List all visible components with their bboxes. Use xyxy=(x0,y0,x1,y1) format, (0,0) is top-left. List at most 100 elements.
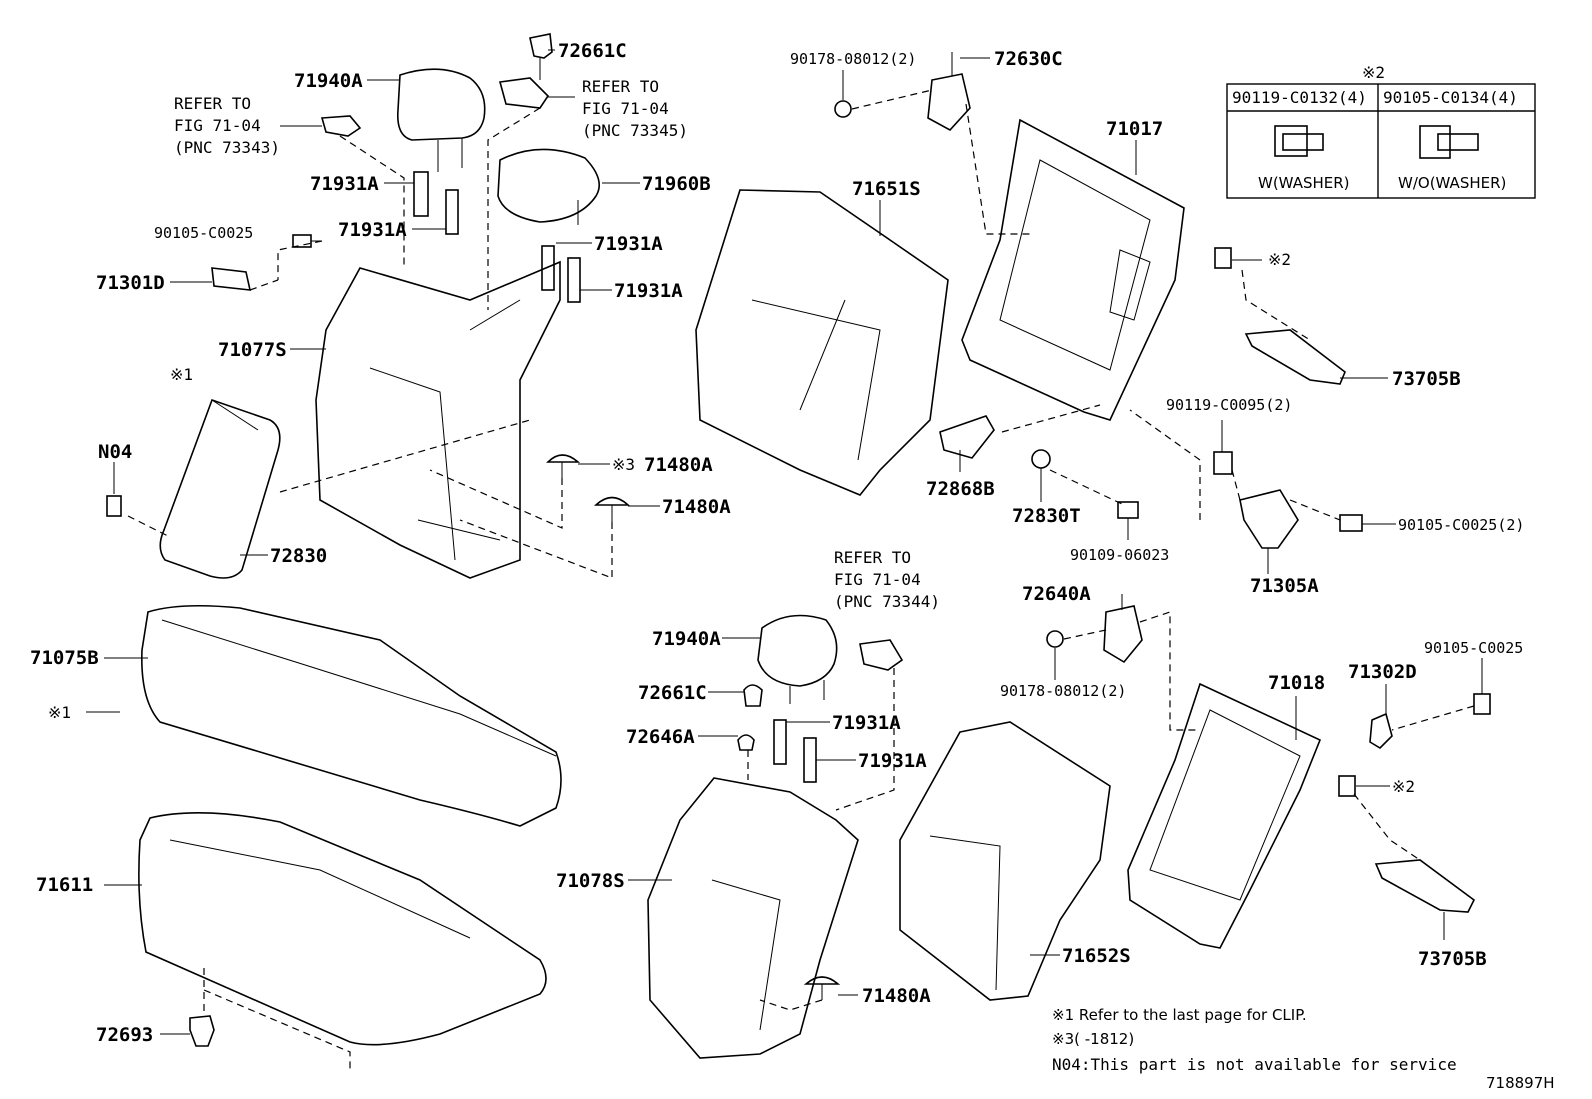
ref-73344-line2: FIG 71-04 xyxy=(834,570,921,589)
label-71931A-a: 71931A xyxy=(310,173,379,195)
ref-73345-line3: (PNC 73345) xyxy=(582,121,688,140)
label-71940A-lower: 71940A xyxy=(652,628,721,650)
guide-72646A xyxy=(737,734,755,751)
bolt-90105-C0025-left xyxy=(292,234,322,248)
label-73705B-upper: 73705B xyxy=(1392,368,1461,390)
bolt-90109-06023 xyxy=(1117,501,1139,519)
label-71611: 71611 xyxy=(36,874,93,896)
label-71931A-f: 71931A xyxy=(858,750,927,772)
label-N04: N04 xyxy=(98,441,132,463)
armrest-72830 xyxy=(159,398,281,579)
bolt-90119-C0095 xyxy=(1213,451,1233,475)
leader-lines xyxy=(86,49,1483,1035)
nut-90178-upper xyxy=(834,100,852,118)
bolt-table-drawings xyxy=(1274,125,1479,159)
bolt-x2-lower xyxy=(1338,775,1356,797)
label-72640A: 72640A xyxy=(1022,583,1091,605)
support-pins-71931A-lower xyxy=(773,719,817,783)
label-71078S: 71078S xyxy=(556,870,625,892)
label-71302D: 71302D xyxy=(1348,661,1417,683)
label-71077S: 71077S xyxy=(218,339,287,361)
guide-72661C-lower xyxy=(743,684,763,707)
part-labels: 72661C 71940A 90178-08012(2) 72630C 7101… xyxy=(30,40,1524,1046)
seatback-pad-71651S xyxy=(695,189,949,496)
bolt-spec-table: ※2 90119-C0132(4) 90105-C0134(4) W(WASHE… xyxy=(1226,63,1536,199)
nut-72830T xyxy=(1031,449,1051,469)
latch-72630C xyxy=(927,52,971,132)
nut-90178-lower xyxy=(1046,630,1064,648)
bolt-N04 xyxy=(106,495,122,517)
seatback-pad-71652S xyxy=(899,721,1111,1001)
seatback-cover-71077S xyxy=(315,260,561,579)
label-71305A: 71305A xyxy=(1250,575,1319,597)
label-71940A-upper: 71940A xyxy=(294,70,363,92)
label-90105-C0025-left: 90105-C0025 xyxy=(154,224,253,242)
label-x1-b: ※1 xyxy=(48,703,71,722)
ref-callout-73345: REFER TO FIG 71-04 (PNC 73345) xyxy=(582,77,688,140)
clip-71480A-lower xyxy=(803,976,841,1000)
latch-72640A xyxy=(1103,605,1143,664)
hinge-73705B-upper xyxy=(1244,329,1346,385)
ref-73344-line1: REFER TO xyxy=(834,548,911,567)
bolt-table-mark: ※2 xyxy=(1362,63,1385,82)
ref-73344-line3: (PNC 73344) xyxy=(834,592,940,611)
label-90105-C0025-2: 90105-C0025(2) xyxy=(1398,516,1524,534)
assembly-dashed-lines xyxy=(127,89,1475,1070)
headrest-71940A-upper xyxy=(396,68,486,172)
clips-71480A-upper xyxy=(546,454,631,522)
hinge-cover-72868B xyxy=(939,415,995,459)
seatback-frame-71017 xyxy=(961,118,1185,421)
ref-73343-line2: FIG 71-04 xyxy=(174,116,261,135)
label-71075B: 71075B xyxy=(30,647,99,669)
label-71931A-c: 71931A xyxy=(594,233,663,255)
label-71931A-d: 71931A xyxy=(614,280,683,302)
support-pins-71931A-upper xyxy=(413,171,581,303)
label-71960B: 71960B xyxy=(642,173,711,195)
footnotes: ※1 Refer to the last page for CLIP. ※3( … xyxy=(1052,1006,1555,1092)
label-71017: 71017 xyxy=(1106,118,1163,140)
seatback-cover-71078S xyxy=(647,777,859,1059)
bolt-table-col2-header: 90105-C0134(4) xyxy=(1383,88,1518,107)
bracket-71301D xyxy=(211,267,252,291)
label-90178-lower: 90178-08012(2) xyxy=(1000,682,1126,700)
ref-callout-73343: REFER TO FIG 71-04 (PNC 73343) xyxy=(174,94,280,157)
ref-73343-line1: REFER TO xyxy=(174,94,251,113)
headrest-71940A-lower xyxy=(757,614,838,704)
label-71480A-a: 71480A xyxy=(644,454,713,476)
label-x2-b: ※2 xyxy=(1392,777,1415,796)
label-90119-C0095: 90119-C0095(2) xyxy=(1166,396,1292,414)
note-x1: ※1 Refer to the last page for CLIP. xyxy=(1052,1006,1307,1024)
label-72646A: 72646A xyxy=(626,726,695,748)
bolt-table-col2-caption: W/O(WASHER) xyxy=(1398,174,1506,192)
label-72830T: 72830T xyxy=(1012,505,1081,527)
label-72630C: 72630C xyxy=(994,48,1063,70)
clip-73343 xyxy=(320,115,362,137)
label-71480A-b: 71480A xyxy=(662,496,731,518)
headrest-71960B xyxy=(497,148,600,225)
ref-callout-73344: REFER TO FIG 71-04 (PNC 73344) xyxy=(834,548,940,611)
label-90178-upper: 90178-08012(2) xyxy=(790,50,916,68)
label-x2-a: ※2 xyxy=(1268,250,1291,269)
label-71931A-b: 71931A xyxy=(338,219,407,241)
clip-73344 xyxy=(859,639,904,671)
bolt-x2-upper xyxy=(1214,247,1232,269)
label-90109-06023: 90109-06023 xyxy=(1070,546,1169,564)
bolt-table-col1-caption: W(WASHER) xyxy=(1258,174,1350,192)
clip-72693 xyxy=(189,1015,215,1047)
label-72693: 72693 xyxy=(96,1024,153,1046)
ref-73345-line2: FIG 71-04 xyxy=(582,99,669,118)
guide-72661C-upper xyxy=(529,33,553,80)
label-71018: 71018 xyxy=(1268,672,1325,694)
label-72830: 72830 xyxy=(270,545,327,567)
label-72661C-upper: 72661C xyxy=(558,40,627,62)
bracket-71302D xyxy=(1369,712,1393,750)
bolt-90105-C0025-right xyxy=(1473,693,1491,715)
seatback-frame-71018 xyxy=(1127,682,1322,949)
label-71931A-e: 71931A xyxy=(832,712,901,734)
label-72868B: 72868B xyxy=(926,478,995,500)
label-x3: ※3 xyxy=(612,455,635,474)
label-72661C-lower: 72661C xyxy=(638,682,707,704)
bolt-90105-C0025-2 xyxy=(1339,514,1363,532)
